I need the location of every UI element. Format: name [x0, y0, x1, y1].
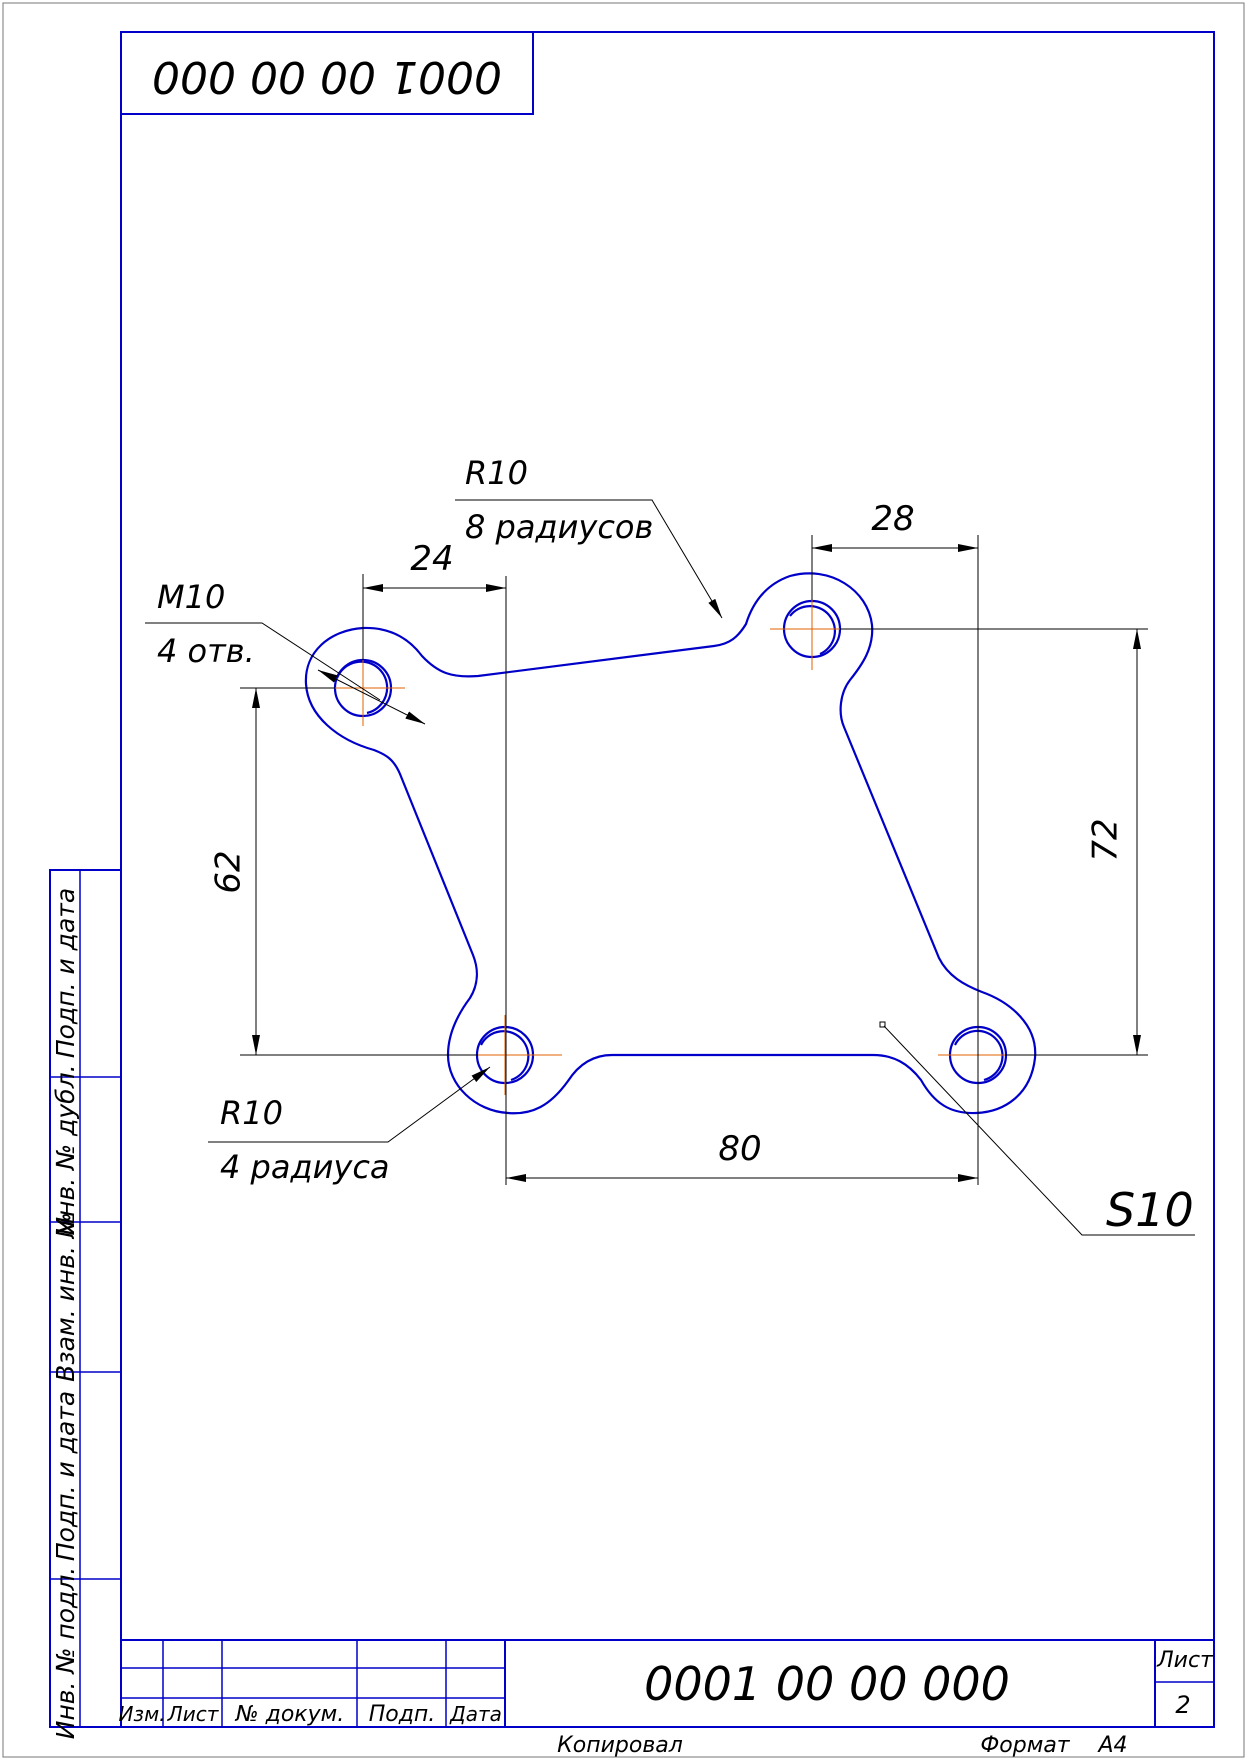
- dim-28: 28: [871, 499, 914, 539]
- dim-80: 80: [718, 1129, 761, 1169]
- top-designation: 0001 00 00 000: [152, 51, 502, 102]
- annotations: M10 4 отв. R10 8 радиусов R10 4 радиуса …: [145, 454, 1195, 1237]
- top-designation-box: 0001 00 00 000: [120, 31, 534, 115]
- dim-62: 62: [209, 850, 249, 893]
- col-signature: Подп.: [369, 1702, 436, 1727]
- note-radius-bottom-count: 4 радиуса: [220, 1148, 390, 1186]
- dimensions: 24 28 62 72 80: [209, 499, 1148, 1185]
- dim-24: 24: [410, 539, 453, 579]
- side-field-dup-inv: Инв. № дубл.: [51, 1064, 80, 1235]
- title-block: Изм. Лист № докум. Подп. Дата 0001 00 00…: [118, 1639, 1214, 1758]
- note-thread-size: M10: [157, 578, 225, 616]
- copied-label: Копировал: [557, 1733, 683, 1758]
- col-sheet: Лист: [167, 1702, 220, 1726]
- col-doc-number: № докум.: [235, 1702, 344, 1727]
- note-thread-count: 4 отв.: [157, 632, 255, 670]
- drawing-frame: [120, 31, 1215, 1728]
- col-date: Дата: [449, 1702, 502, 1726]
- sheet-number: 2: [1175, 1691, 1190, 1719]
- sheet-label: Лист: [1156, 1648, 1214, 1673]
- thread-top-left: [335, 660, 389, 715]
- thread-bottom-left: [480, 1030, 530, 1082]
- thread-top-right: [789, 605, 836, 656]
- part-outline: [304, 572, 1037, 1115]
- side-field-replace-inv: Взам. инв. №: [51, 1212, 80, 1382]
- side-field-orig-inv: Инв. № подл.: [51, 1567, 80, 1739]
- col-change: Изм.: [118, 1702, 165, 1726]
- dim-72: 72: [1086, 818, 1126, 861]
- note-radius-top: R10: [465, 454, 528, 492]
- thread-bottom-right: [954, 1029, 1004, 1082]
- format-label: Формат: [980, 1733, 1070, 1758]
- main-designation: 0001 00 00 000: [644, 1657, 1010, 1711]
- part-drawing: [304, 572, 1037, 1115]
- format-value: A4: [1096, 1733, 1127, 1758]
- side-field-sign-date-1: Подп. и дата: [51, 888, 80, 1058]
- note-thickness: S10: [1106, 1183, 1194, 1237]
- side-field-sign-date-2: Подп. и дата: [51, 1391, 80, 1561]
- note-radius-bottom: R10: [220, 1094, 283, 1132]
- note-radius-top-count: 8 радиусов: [465, 508, 653, 546]
- side-stamp: Подп. и дата Инв. № дубл. Взам. инв. № П…: [49, 869, 122, 1739]
